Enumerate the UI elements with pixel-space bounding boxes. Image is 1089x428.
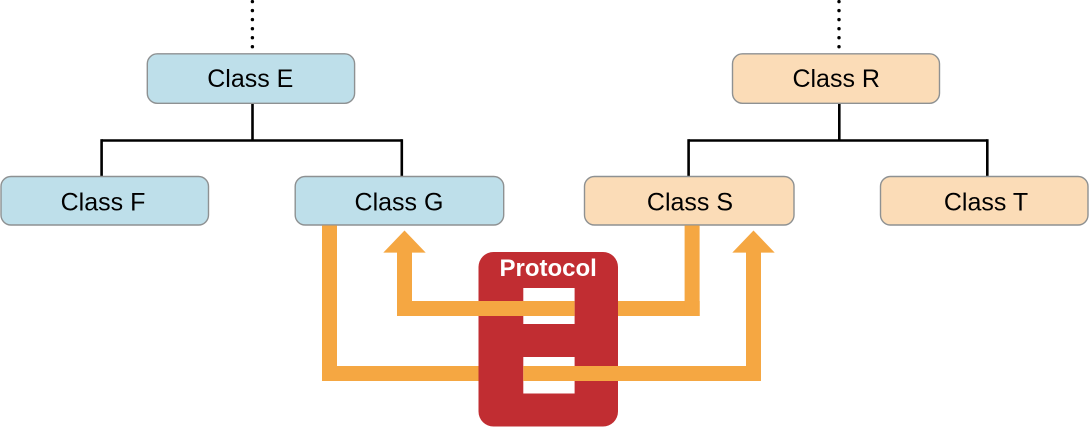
svg-text:Protocol: Protocol [500, 255, 597, 282]
svg-text:Class S: Class S [647, 188, 733, 216]
svg-text:Class R: Class R [792, 65, 880, 93]
svg-text:Class E: Class E [207, 65, 293, 93]
svg-text:Class G: Class G [355, 188, 444, 216]
svg-text:Class T: Class T [944, 188, 1028, 216]
svg-text:Class F: Class F [61, 188, 146, 216]
